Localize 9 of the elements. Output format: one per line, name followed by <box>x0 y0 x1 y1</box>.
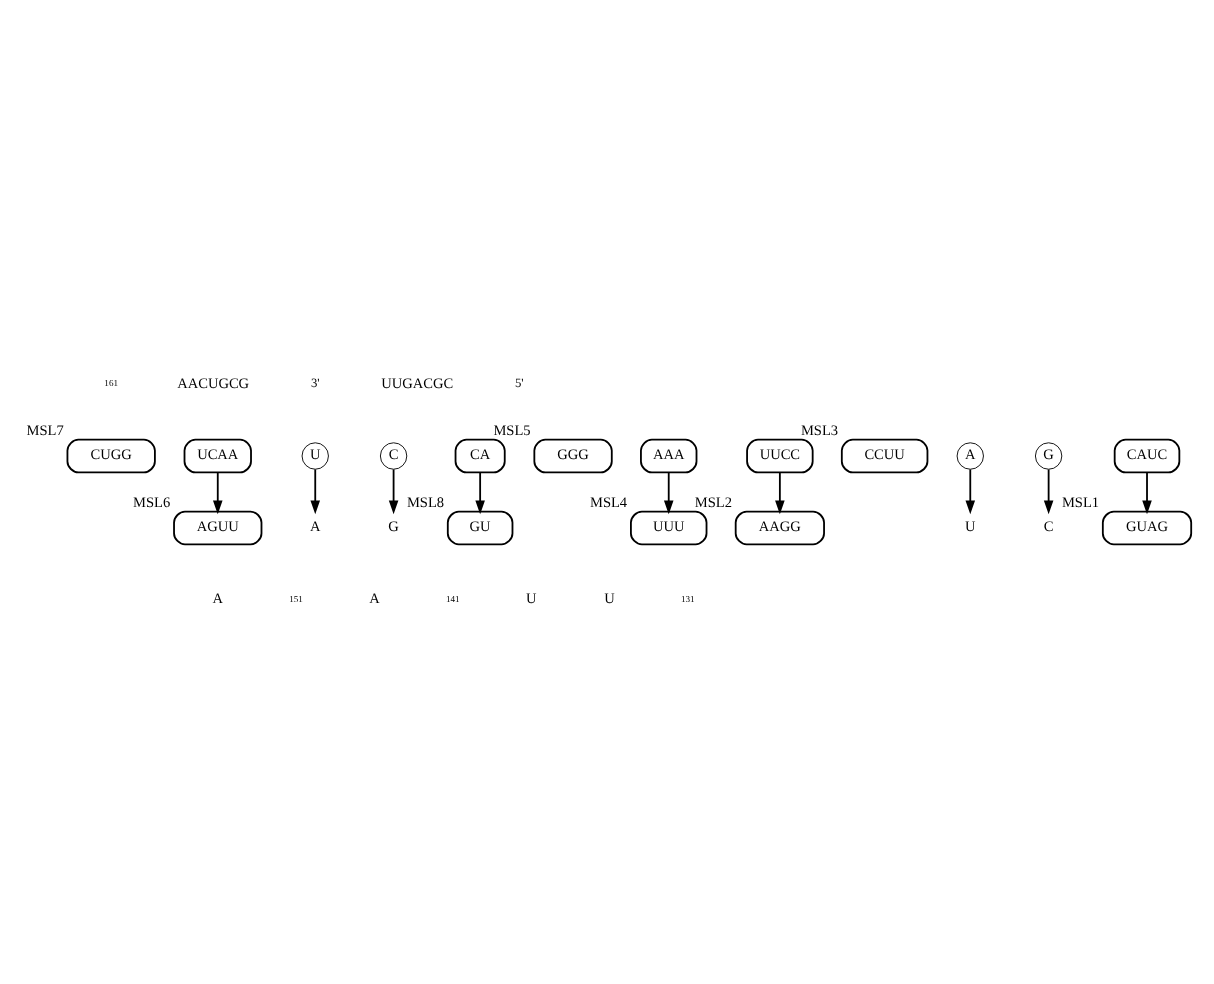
arrow <box>965 468 976 515</box>
arrow <box>1043 468 1054 515</box>
arrow <box>663 471 674 515</box>
arrow <box>212 471 223 515</box>
arrow <box>475 471 485 515</box>
arrow <box>775 471 785 515</box>
arrow <box>388 468 399 515</box>
arrow <box>1142 471 1152 515</box>
arrow <box>310 468 321 515</box>
